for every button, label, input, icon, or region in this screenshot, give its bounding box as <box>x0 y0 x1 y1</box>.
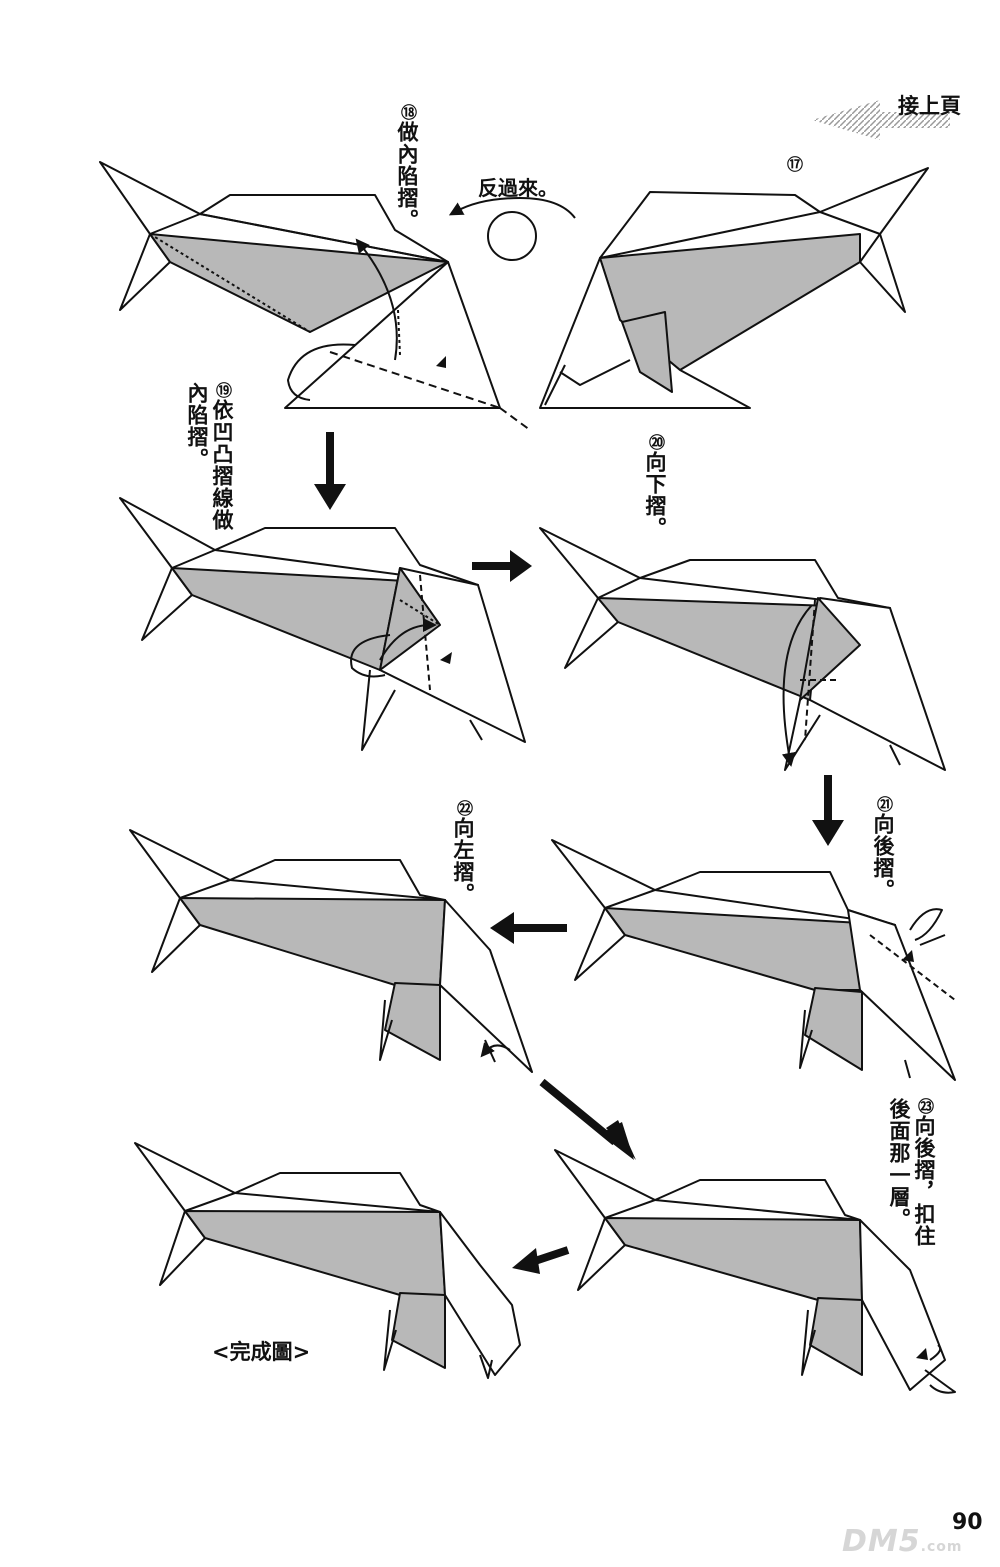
step-18-caption: ⑱做內陷摺。 <box>395 104 419 231</box>
arrow-left-icon <box>490 912 567 944</box>
step-17-number: ⑰ <box>784 156 803 173</box>
step-21-fish-diagram <box>551 839 956 1081</box>
step-23-fish-diagram <box>554 1149 956 1394</box>
step-21-caption: ㉑向後摺。 <box>871 796 895 901</box>
step-20-fish-diagram <box>539 527 946 771</box>
arrow-right-icon <box>472 550 532 582</box>
step-18-fish-diagram <box>99 161 531 431</box>
arrow-down-icon <box>314 432 346 510</box>
flip-over-label: 反過來。 <box>478 176 558 200</box>
arrow-diagonal-icon <box>539 1078 636 1160</box>
step-17-fish-diagram <box>539 167 929 409</box>
step-22-fish-diagram <box>129 829 533 1073</box>
flip-over-icon <box>448 196 576 261</box>
completed-label: <完成圖> <box>212 1340 311 1364</box>
step-19-fish-diagram <box>119 497 526 751</box>
completed-fish-diagram <box>134 1142 521 1379</box>
step-22-caption: ㉒向左摺。 <box>451 800 475 905</box>
page-number: 90 <box>952 1510 983 1535</box>
continue-arrow-icon <box>812 100 950 140</box>
step-20-caption: ⑳向下摺。 <box>643 434 667 539</box>
arrow-left-icon <box>512 1246 570 1274</box>
watermark-logo: DM5.com <box>842 1524 963 1559</box>
continue-label: 接上頁 <box>898 94 961 118</box>
step-23-caption: ㉓向後摺，扣住後面那一層。 <box>887 1098 936 1247</box>
step-19-caption: ⑲依凹凸摺線做內陷摺。 <box>185 382 234 531</box>
arrow-down-icon <box>812 775 844 846</box>
